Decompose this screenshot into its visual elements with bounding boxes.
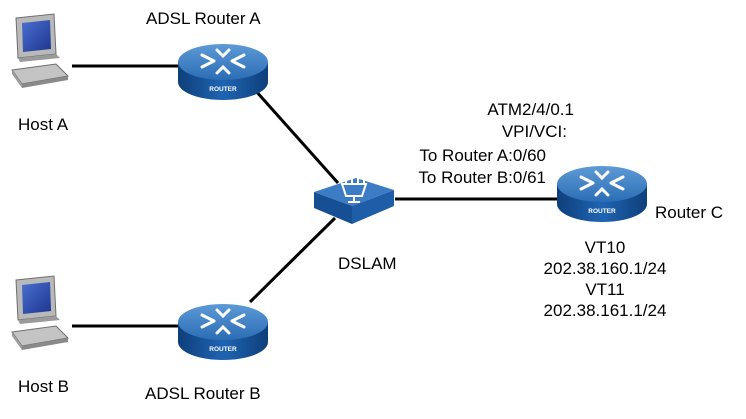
link-router-a-dslam bbox=[253, 89, 340, 184]
vt11-label: VT11 bbox=[585, 280, 625, 299]
links bbox=[72, 64, 560, 328]
host-b-label: Host B bbox=[18, 377, 70, 396]
router-c-badge: ROUTER bbox=[588, 208, 616, 215]
to-router-b-pvc-label: To Router B:0/61 bbox=[418, 168, 546, 187]
host-a-label: Host A bbox=[18, 115, 69, 134]
router-c-label: Router C bbox=[655, 203, 724, 222]
host-a-computer-icon[interactable] bbox=[11, 13, 70, 88]
router-b-label: ADSL Router B bbox=[145, 384, 261, 403]
vt10-ip-label: 202.38.160.1/24 bbox=[543, 259, 667, 278]
dslam-icon[interactable] bbox=[314, 176, 394, 224]
link-router-b-dslam bbox=[248, 216, 337, 304]
router-a-icon[interactable]: ROUTER bbox=[178, 44, 268, 100]
host-b-computer-icon[interactable] bbox=[11, 275, 70, 350]
router-a-badge: ROUTER bbox=[209, 86, 237, 93]
router-b-icon[interactable]: ROUTER bbox=[178, 304, 268, 360]
vt11-ip-label: 202.38.161.1/24 bbox=[543, 301, 667, 320]
router-a-label: ADSL Router A bbox=[146, 9, 261, 28]
router-c-icon[interactable]: ROUTER bbox=[557, 166, 647, 222]
to-router-a-pvc-label: To Router A:0/60 bbox=[419, 146, 546, 165]
dslam-label: DSLAM bbox=[338, 254, 397, 273]
vt10-label: VT10 bbox=[584, 238, 626, 257]
vpi-vci-label: VPI/VCI: bbox=[501, 122, 567, 141]
router-b-badge: ROUTER bbox=[209, 346, 237, 353]
atm-interface-label: ATM2/4/0.1 bbox=[487, 100, 574, 119]
